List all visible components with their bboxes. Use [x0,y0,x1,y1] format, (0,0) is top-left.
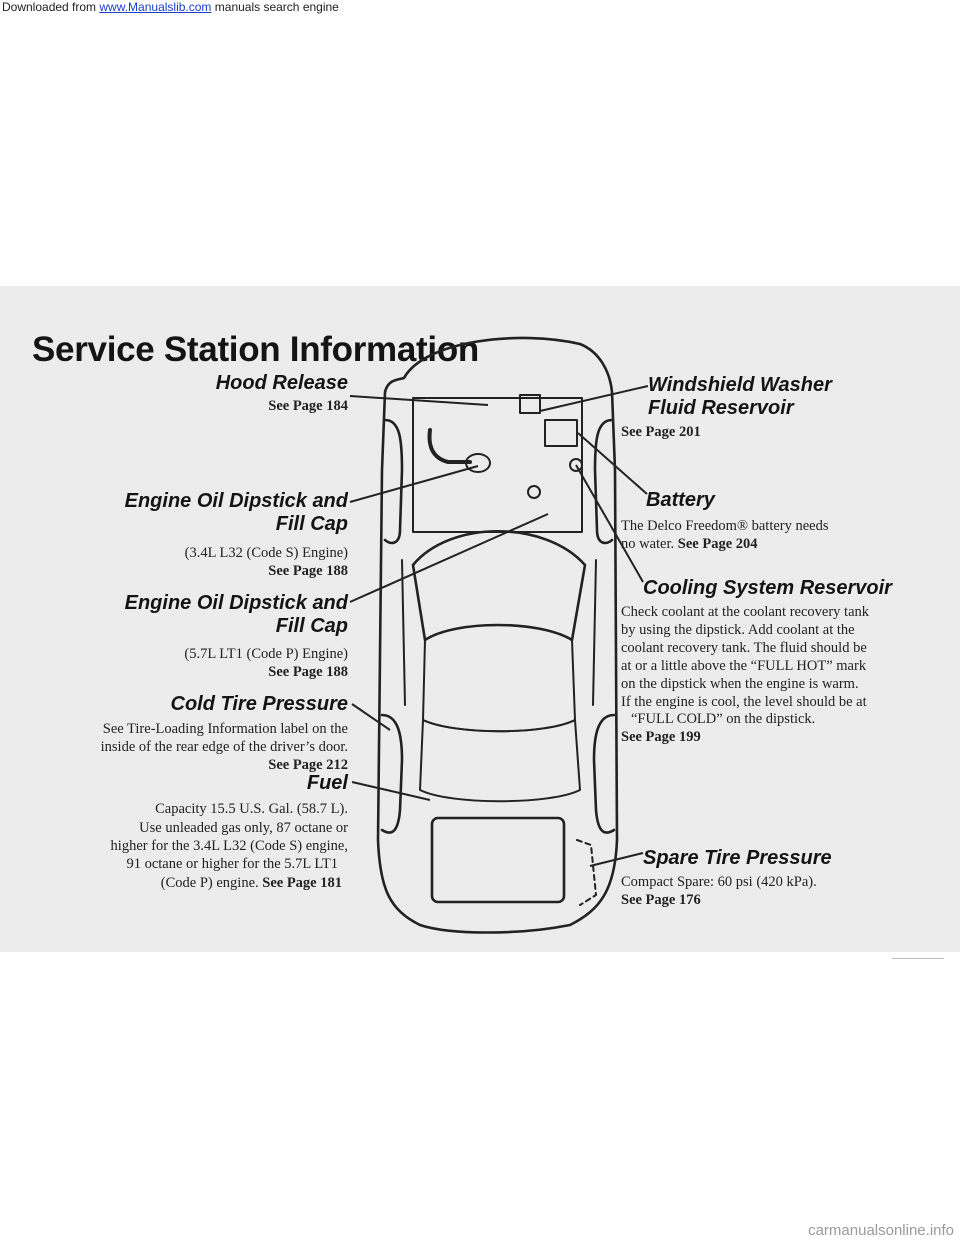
dipstick1-pointer [349,465,479,503]
engine-bay [412,397,583,533]
fuel-line-1: Capacity 15.5 U.S. Gal. (58.7 L). [155,801,348,817]
fuel-line-5: (Code P) engine. See Page 181 [161,875,342,892]
washer-heading-2: Fluid Reservoir [648,397,794,419]
cold-tire-line-2: inside of the rear edge of the driver’s … [100,739,348,755]
watermark: carmanualsonline.info [808,1222,954,1239]
cooling-line-5: on the dipstick when the engine is warm. [621,676,859,692]
dipstick-34-heading-1: Engine Oil Dipstick and [124,490,348,512]
battery-line-2-text: no water. [621,536,675,552]
fuel-page: See Page 181 [262,875,342,891]
right-rear-wheel-well [592,713,616,834]
hood-release-page: See Page 184 [268,398,348,414]
banner-prefix: Downloaded from [2,0,100,14]
spare-pointer [589,852,644,867]
dipstick-57-heading-1: Engine Oil Dipstick and [124,592,348,614]
car-body-outline [376,336,619,934]
battery-line-2: no water. See Page 204 [621,536,758,553]
fuel-line-2: Use unleaded gas only, 87 octane or [139,820,348,836]
spare-tire-bracket [576,839,597,906]
download-banner: Downloaded from www.Manualslib.com manua… [0,0,960,14]
right-door-line [592,559,597,706]
fuel-line-5-text: (Code P) engine. [160,875,259,891]
fuel-tank [430,816,566,904]
oil-fill-cap [465,453,491,473]
cooling-line-7: “FULL COLD” on the dipstick. [631,711,816,727]
battery-page: See Page 204 [677,536,758,552]
washer-heading-1: Windshield Washer [648,374,832,396]
banner-suffix: manuals search engine [211,0,339,14]
dipstick-34-page: See Page 188 [268,563,348,579]
footer-rule [892,958,944,959]
battery-line-1: The Delco Freedom® battery needs [621,518,829,534]
spare-tire-heading: Spare Tire Pressure [643,847,832,869]
cooling-line-6: If the engine is cool, the level should … [621,694,867,710]
cooling-line-4: at or a little above the “FULL HOT” mark [621,658,867,674]
cooling-heading: Cooling System Reservoir [643,577,892,599]
left-rear-wheel-well [380,713,404,834]
cooling-page: See Page 199 [621,729,701,745]
hose [427,428,472,464]
cooling-line-2: by using the dipstick. Add coolant at th… [621,622,855,638]
fuel-pointer [351,781,431,801]
washer-page: See Page 201 [621,424,701,440]
rear-window [419,719,581,803]
dipstick-57-page: See Page 188 [268,664,348,680]
cooling-line-3: coolant recovery tank. The fluid should … [621,640,867,656]
washer-reservoir [544,419,578,447]
hood-release-heading: Hood Release [215,372,348,394]
windshield [411,530,587,642]
cold-tire-line-1: See Tire-Loading Information label on th… [102,721,348,737]
fuel-line-4: 91 octane or higher for the 5.7L LT1 [126,856,338,872]
fuel-heading: Fuel [306,772,348,794]
battery-heading: Battery [646,489,715,511]
dipstick-34-engine: (3.4L L32 (Code S) Engine) [184,545,348,561]
manualslib-link[interactable]: www.Manualslib.com [99,0,212,14]
dipstick-57-heading-2: Fill Cap [275,615,348,637]
cabin-roof [422,624,576,733]
coolant-cap [569,458,583,472]
hood-release-pointer [349,395,489,406]
page-title: Service Station Information [32,330,479,369]
cold-tire-heading: Cold Tire Pressure [170,693,348,715]
battery-pointer [577,432,648,495]
dipstick2-pointer [349,513,549,603]
washer-pointer [539,385,649,412]
battery-box [519,394,541,414]
right-front-wheel-well [593,418,614,545]
spare-tire-line-1: Compact Spare: 60 psi (420 kPa). [621,874,817,890]
fuel-line-3: higher for the 3.4L L32 (Code S) engine, [110,838,348,854]
dipstick-ring [527,485,541,499]
dipstick-34-heading-2: Fill Cap [275,513,348,535]
spare-tire-page: See Page 176 [621,892,701,908]
left-front-wheel-well [383,418,404,545]
left-door-line [401,559,406,706]
tire-pointer [351,703,391,731]
cold-tire-page: See Page 212 [268,757,348,773]
cooling-line-1: Check coolant at the coolant recovery ta… [621,604,870,620]
cooling-pointer [575,464,644,583]
dipstick-57-engine: (5.7L LT1 (Code P) Engine) [184,646,348,662]
